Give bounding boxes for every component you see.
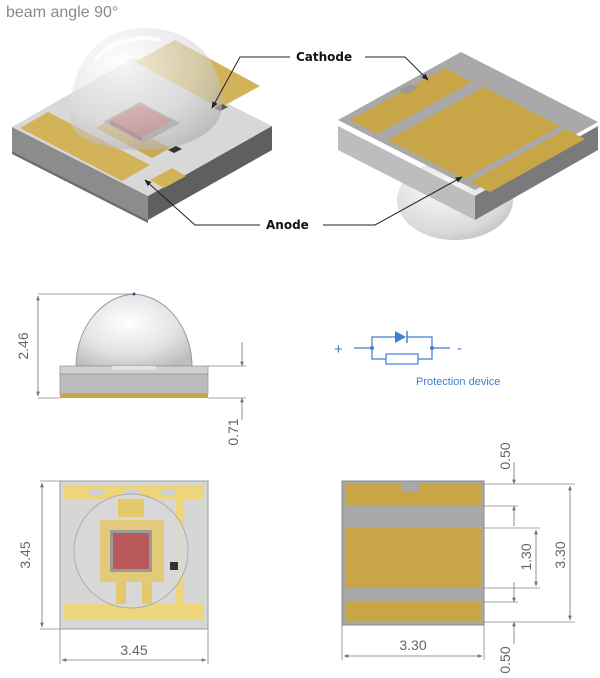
pad-top-dim: 0.50 xyxy=(497,442,513,469)
cathode-label: Cathode xyxy=(296,50,352,64)
front-width-dim: 3.45 xyxy=(120,642,147,658)
protection-schematic: + - Protection device xyxy=(334,331,500,388)
back-isometric-view xyxy=(338,52,598,240)
pad-middle-dim: 1.30 xyxy=(518,543,534,570)
minus-sign: - xyxy=(457,340,462,357)
base-height-dim: 0.71 xyxy=(225,418,241,445)
plus-sign: + xyxy=(334,341,343,358)
cathode-callout: Cathode xyxy=(211,50,429,109)
protection-caption: Protection device xyxy=(416,376,500,388)
anode-callout: Anode xyxy=(144,176,463,232)
front-isometric-view xyxy=(12,28,272,223)
front-view: 3.45 3.45 xyxy=(17,480,209,664)
anode-label: Anode xyxy=(266,218,309,232)
back-width-dim: 3.30 xyxy=(399,637,426,653)
back-view: 3.30 0.50 1.30 3.30 0.50 xyxy=(341,442,575,674)
lens-height-dim: 2.46 xyxy=(15,332,31,359)
front-height-dim: 3.45 xyxy=(17,541,33,568)
side-view: 2.46 0.71 xyxy=(15,292,246,446)
pad-bottom-dim: 0.50 xyxy=(497,646,513,673)
back-height-dim: 3.30 xyxy=(552,541,568,568)
page-title: beam angle 90° xyxy=(6,4,119,21)
